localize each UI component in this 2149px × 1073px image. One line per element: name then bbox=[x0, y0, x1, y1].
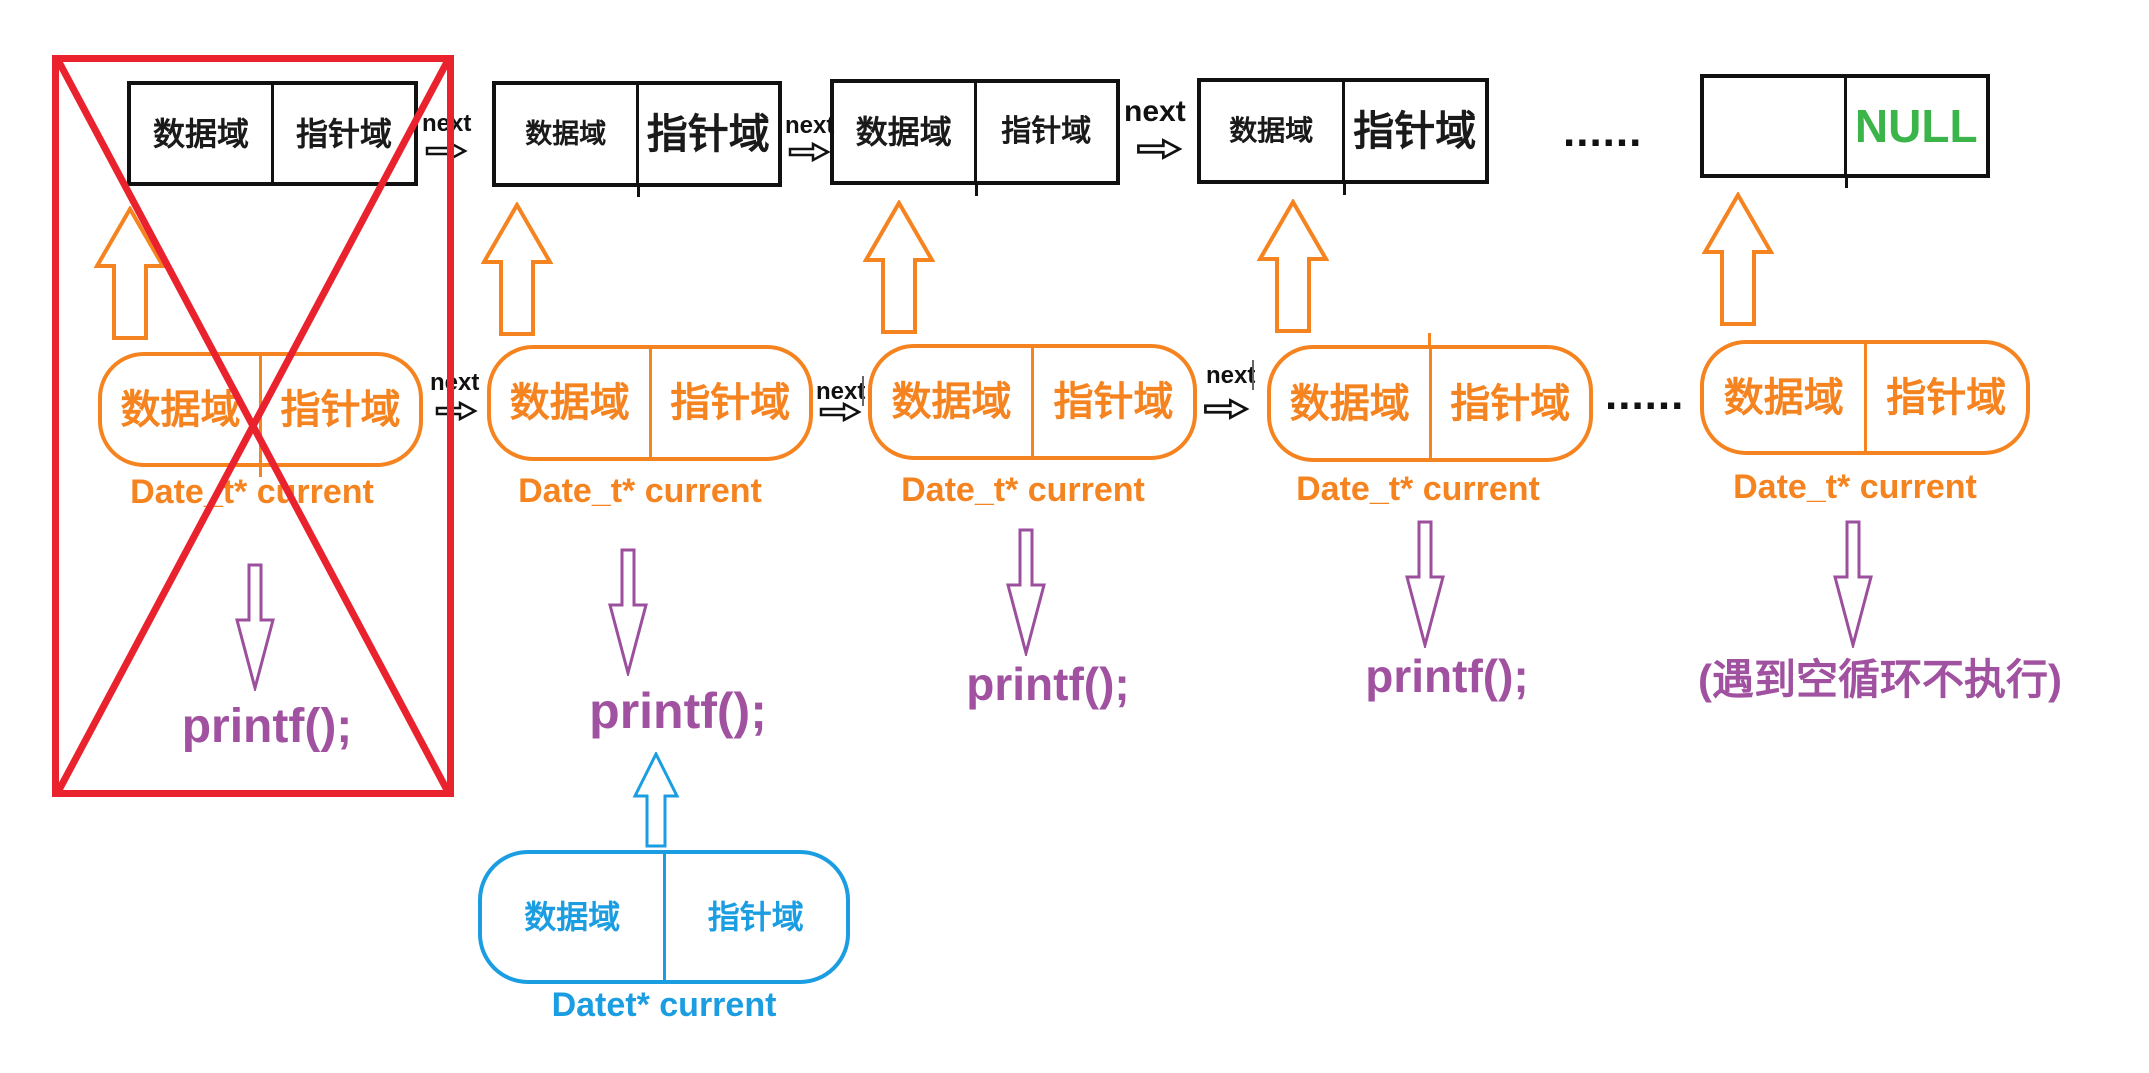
cross-lines-icon bbox=[59, 62, 447, 790]
divider-tick bbox=[259, 464, 262, 477]
printf-call-label-3: printf(); bbox=[966, 658, 1130, 710]
down-arrow-icon bbox=[235, 563, 275, 691]
next-label: next bbox=[1206, 362, 1256, 389]
right-arrow-icon bbox=[1137, 138, 1183, 160]
printf-call-label-1: printf(); bbox=[181, 700, 353, 753]
data-field-cell: 数据域 bbox=[524, 899, 621, 935]
current-pointer-label-4: Date_t* current bbox=[1296, 470, 1540, 508]
list-node-4: 数据域 指针域 bbox=[1197, 78, 1489, 184]
up-arrow-icon-blue bbox=[632, 752, 680, 848]
list-node-1: 数据域 指针域 bbox=[127, 81, 418, 186]
up-arrow-icon bbox=[481, 202, 553, 336]
pointer-field-cell: 指针域 bbox=[1031, 348, 1193, 456]
right-arrow-icon bbox=[1204, 398, 1250, 420]
up-arrow-icon bbox=[94, 206, 166, 340]
down-arrow-icon bbox=[1833, 520, 1873, 648]
up-arrow-icon bbox=[863, 200, 935, 334]
right-arrow-icon bbox=[819, 401, 862, 423]
current-pointer-node-5: 数据域 指针域 bbox=[1700, 340, 2030, 455]
pointer-field-cell: 指针域 bbox=[648, 349, 810, 457]
data-field-cell: 数据域 bbox=[1289, 381, 1410, 426]
list-node-3: 数据域 指针域 bbox=[830, 79, 1120, 185]
data-field-cell: 数据域 bbox=[891, 380, 1012, 424]
current-pointer-node-2: 数据域 指针域 bbox=[487, 345, 813, 461]
pointer-field-cell: 指针域 bbox=[635, 85, 779, 183]
pointer-field-cell: 指针域 bbox=[973, 83, 1117, 181]
data-field-cell: 数据域 bbox=[509, 381, 630, 425]
next-label: next bbox=[430, 369, 480, 396]
printf-call-label-4: printf(); bbox=[1365, 650, 1529, 702]
right-arrow-icon bbox=[435, 400, 478, 422]
current-pointer-label-2: Date_t* current bbox=[518, 472, 762, 510]
data-field-cell: 数据域 bbox=[152, 115, 249, 152]
current-pointer-node-4: 数据域 指针域 bbox=[1267, 345, 1593, 462]
data-field-cell bbox=[1704, 78, 1844, 174]
divider-tick bbox=[1428, 333, 1431, 346]
pointer-field-cell: 指针域 bbox=[1341, 82, 1486, 180]
down-arrow-icon bbox=[608, 548, 648, 676]
data-field-cell: 数据域 bbox=[1229, 115, 1314, 146]
printf-call-label-2: printf(); bbox=[589, 683, 767, 739]
list-node-null: NULL bbox=[1700, 74, 1990, 178]
data-field-cell: 数据域 bbox=[120, 387, 241, 432]
pointer-field-cell: 指针域 bbox=[1863, 344, 2027, 451]
null-pointer-cell: NULL bbox=[1843, 78, 1987, 174]
data-field-cell: 数据域 bbox=[1723, 375, 1844, 420]
divider-tick bbox=[975, 183, 978, 196]
current-pointer-label-1: Date_t* current bbox=[130, 473, 374, 511]
temp-pointer-node: 数据域 指针域 bbox=[478, 850, 850, 984]
caret-tick bbox=[862, 376, 864, 406]
right-arrow-icon bbox=[788, 141, 831, 163]
current-pointer-label-5: Date_t* current bbox=[1733, 468, 1977, 506]
temp-pointer-label: Datet* current bbox=[551, 986, 777, 1024]
current-pointer-node-3: 数据域 指针域 bbox=[868, 344, 1197, 460]
crossed-out-region bbox=[52, 55, 454, 797]
data-field-cell: 数据域 bbox=[855, 114, 952, 150]
pointer-field-cell: 指针域 bbox=[271, 85, 414, 182]
next-label: next bbox=[816, 378, 866, 405]
down-arrow-icon bbox=[1405, 520, 1445, 648]
up-arrow-icon bbox=[1257, 199, 1329, 333]
ellipsis-mid: ...... bbox=[1605, 370, 1685, 419]
divider-tick bbox=[1845, 176, 1848, 188]
list-node-2: 数据域 指针域 bbox=[492, 81, 782, 187]
next-label: next bbox=[1124, 95, 1186, 128]
caret-tick bbox=[1252, 360, 1254, 390]
pointer-field-cell: 指针域 bbox=[1428, 349, 1590, 458]
divider-tick bbox=[1343, 182, 1346, 195]
up-arrow-icon bbox=[1702, 192, 1774, 326]
divider-tick bbox=[637, 185, 640, 197]
pointer-field-cell: 指针域 bbox=[662, 854, 847, 980]
down-arrow-icon bbox=[1006, 528, 1046, 656]
next-label: next bbox=[422, 110, 472, 137]
next-label: next bbox=[785, 112, 835, 139]
current-pointer-label-3: Date_t* current bbox=[901, 471, 1145, 509]
data-field-cell: 数据域 bbox=[525, 118, 607, 149]
empty-loop-note: (遇到空循环不执行) bbox=[1698, 656, 2062, 703]
ellipsis-top: ...... bbox=[1563, 107, 1643, 156]
